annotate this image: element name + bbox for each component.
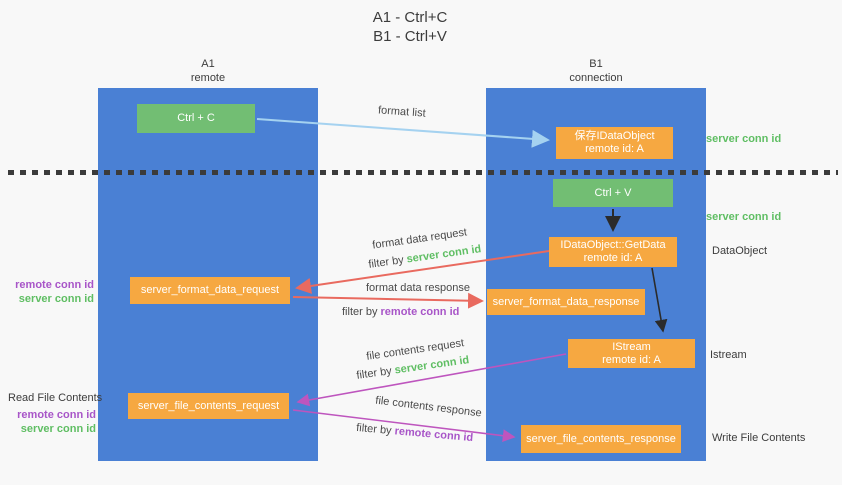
node-idataobject-getdata: IDataObject::GetData remote id: A <box>549 237 677 267</box>
format-data-request-arrow <box>295 250 550 294</box>
ctrl-v-label: Ctrl + V <box>594 186 632 199</box>
node-server-format-data-response: server_format_data_response <box>487 289 645 315</box>
remote-conn-id-label-1: remote conn id <box>15 279 94 291</box>
lane-a1-title: A1 <box>201 58 215 70</box>
title-line-2: B1 - Ctrl+V <box>373 28 447 45</box>
title-line-1: A1 - Ctrl+C <box>372 9 448 26</box>
server-file-contents-response-label: server_file_contents_response <box>526 432 676 445</box>
istream-side-label: Istream <box>710 349 747 361</box>
istream-line2: remote id: A <box>602 353 661 366</box>
left-conn-id-group-2: remote conn id server conn id <box>0 408 96 436</box>
node-server-format-data-request: server_format_data_request <box>130 277 290 304</box>
lane-b1-subtitle: connection <box>569 72 623 84</box>
node-ctrl-c: Ctrl + C <box>137 104 255 133</box>
node-server-file-contents-request: server_file_contents_request <box>128 393 289 419</box>
server-file-contents-request-label: server_file_contents_request <box>137 399 280 412</box>
save-idataobject-line2: remote id: A <box>585 143 644 155</box>
node-save-idataobject: 保存IDataObject remote id: A <box>556 127 673 159</box>
lane-a1-subtitle: remote <box>190 72 226 84</box>
file-contents-response-arrow <box>292 409 516 442</box>
server-conn-id-label-top: server conn id <box>706 133 782 145</box>
server-format-data-response-label: server_format_data_response <box>492 295 640 308</box>
left-conn-id-group-1: remote conn id server conn id <box>0 278 94 306</box>
save-idataobject-line1: 保存IDataObject <box>574 130 655 142</box>
server-format-data-request-label: server_format_data_request <box>140 284 280 296</box>
ctrl-c-label: Ctrl + C <box>177 112 215 124</box>
machine-boundary-dotted-line <box>8 170 838 175</box>
format-data-response-label: format data response <box>366 282 470 294</box>
filter-by-text-2: filter by <box>342 306 381 318</box>
read-file-contents-label: Read File Contents <box>8 392 103 404</box>
lane-header-b1: B1 connection <box>486 57 706 85</box>
format-list-arrow <box>256 118 550 148</box>
getdata-line1: IDataObject::GetData <box>560 239 666 251</box>
file-contents-request-arrow <box>296 353 567 407</box>
diagram-title: A1 - Ctrl+C B1 - Ctrl+V <box>300 8 520 46</box>
filter-remote-conn-id-1: remote conn id <box>380 306 460 318</box>
node-ctrl-v: Ctrl + V <box>553 179 673 207</box>
node-server-file-contents-response: server_file_contents_response <box>521 425 681 453</box>
lane-b1-title: B1 <box>589 58 603 70</box>
format-data-response-filter-label: filter by remote conn id <box>342 306 459 318</box>
getdata-to-istream-arrow <box>651 267 668 333</box>
istream-line1: IStream <box>612 340 651 353</box>
write-file-contents-label: Write File Contents <box>712 432 806 444</box>
getdata-line2: remote id: A <box>583 252 643 264</box>
format-data-response-arrow <box>292 292 484 309</box>
server-conn-id-label-left-1: server conn id <box>18 293 94 305</box>
node-istream: IStream remote id: A <box>568 339 695 368</box>
server-conn-id-label-left-2: server conn id <box>20 423 96 435</box>
remote-conn-id-label-2: remote conn id <box>17 409 96 421</box>
server-conn-id-label-mid: server conn id <box>706 211 782 223</box>
lane-header-a1: A1 remote <box>98 57 318 85</box>
dataobject-label: DataObject <box>712 245 768 257</box>
